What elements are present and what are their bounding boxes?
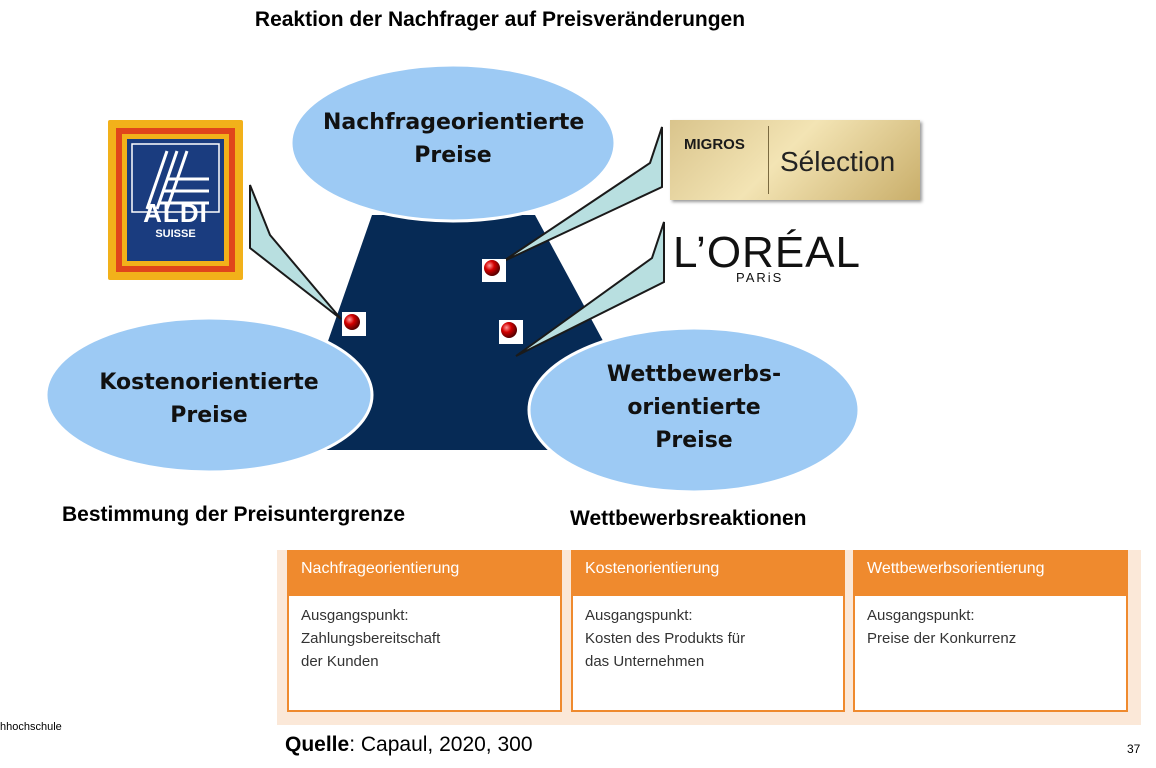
table-cell-line: Kosten des Produkts für [585,630,746,647]
ellipse-right-label: Wettbewerbs- orientierte Preise [606,362,782,453]
migros-brand: MIGROS [684,136,745,153]
table-header: Kostenorientierung [573,552,843,596]
table-column-wettbewerb: Wettbewerbsorientierung Ausgangspunkt: P… [853,550,1128,712]
caption-right: Wettbewerbsreaktionen [570,507,807,530]
aldi-logo: ALDI SUISSE [108,120,243,280]
migros-logo: MIGROS Sélection [670,120,920,200]
orientation-table: Nachfrageorientierung Ausgangspunkt: Zah… [277,550,1141,725]
ellipse-right [527,326,861,494]
footer-institution: hhochschule [0,721,62,733]
marker-loreal [501,322,517,338]
table-column-nachfrage: Nachfrageorientierung Ausgangspunkt: Zah… [287,550,562,712]
table-cell-line: der Kunden [301,653,379,670]
table-cell-line: Ausgangspunkt: [585,607,693,624]
aldi-name: ALDI [143,198,208,228]
page-title: Reaktion der Nachfrager auf Preisverände… [254,8,746,31]
table-cell-line: das Unternehmen [585,653,705,670]
loreal-sub: PARiS [736,270,784,285]
callout-aldi [249,184,342,320]
ellipse-left-label: Kostenorientierte Preise [99,370,319,428]
migros-line: Sélection [780,146,896,177]
source-citation: Quelle: Capaul, 2020, 300 [285,733,533,756]
table-column-kosten: Kostenorientierung Ausgangspunkt: Kosten… [571,550,845,712]
aldi-sub: SUISSE [155,228,196,240]
marker-migros [484,260,500,276]
table-cell-line: Ausgangspunkt: [867,607,975,624]
ellipse-top-label: Nachfrageorientierte Preise [323,110,585,168]
caption-left: Bestimmung der Preisuntergrenze [62,503,406,526]
ellipse-left [44,316,374,474]
table-header: Wettbewerbsorientierung [855,552,1126,596]
marker-aldi [344,314,360,330]
aldi-stripes-icon [131,143,220,213]
table-cell-line: Ausgangspunkt: [301,607,409,624]
loreal-logo: L’ORÉAL [673,228,861,277]
table-cell-line: Preise der Konkurrenz [867,630,1017,647]
table-cell-line: Zahlungsbereitschaft [301,630,441,647]
callout-loreal [515,221,665,357]
page-number: 37 [1127,742,1141,756]
ellipse-top [289,63,617,223]
table-header: Nachfrageorientierung [289,552,560,596]
